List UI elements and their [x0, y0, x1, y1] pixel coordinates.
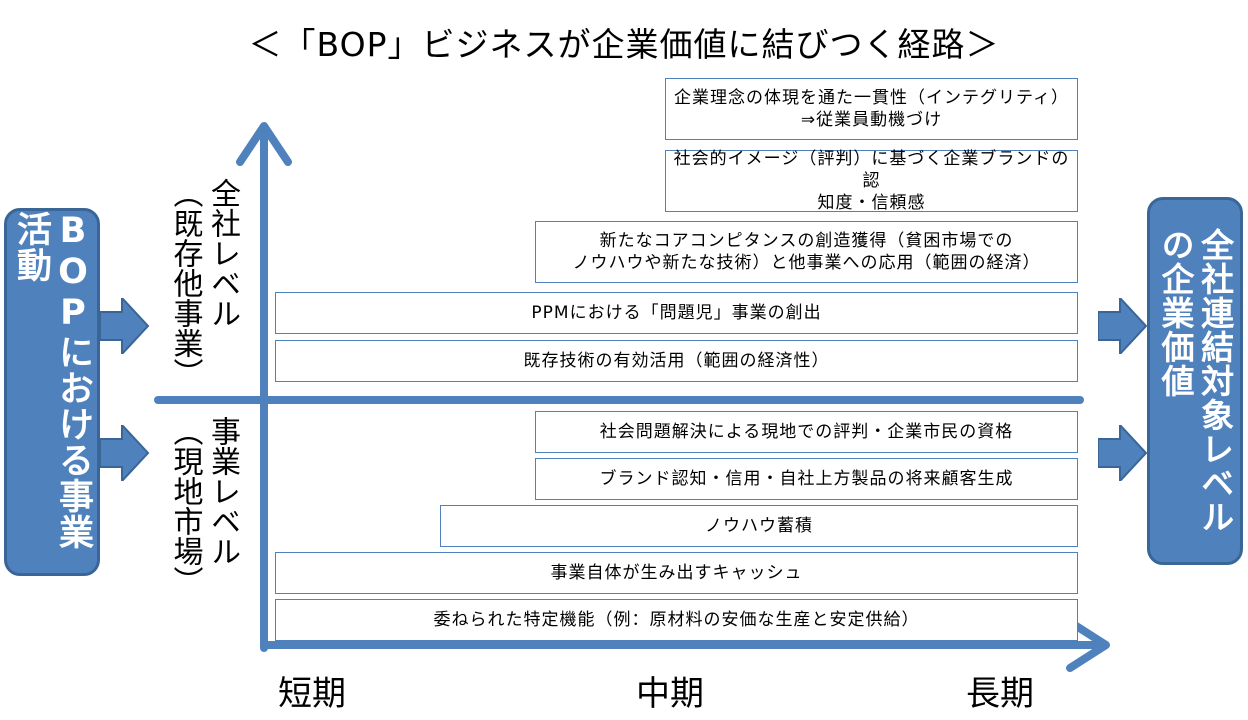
- y-axis-arrowhead: [236, 122, 292, 166]
- bop-activity-label: BOPにおける事業活動: [11, 211, 93, 550]
- bar-existing-tech: 既存技術の有効活用（範囲の経済性）: [275, 340, 1078, 382]
- bop-activity-box: BOPにおける事業活動: [4, 208, 100, 576]
- bar-ppm-problem-child: PPMにおける「問題児」事業の創出: [275, 292, 1078, 334]
- left-arrow-upper: [100, 298, 150, 354]
- company-level-label: 全社レベル （既存他事業）: [167, 178, 241, 388]
- bar-integrity: 企業理念の体現を通た一貫性（インテグリティ） ⇒従業員動機づけ: [665, 78, 1078, 140]
- corporate-value-label: 全社連結対象レベル の企業価値: [1156, 228, 1235, 534]
- x-axis-arrowhead: [1066, 618, 1110, 672]
- right-arrow-upper: [1098, 298, 1148, 354]
- bar-brand-future-customers: ブランド認知・信用・自社上方製品の将来顧客生成: [535, 458, 1078, 500]
- bar-cash: 事業自体が生み出すキャッシュ: [275, 552, 1078, 594]
- bar-core-competence: 新たなコアコンピタンスの創造獲得（貧困市場での ノウハウや新たな技術）と他事業へ…: [535, 221, 1078, 283]
- diagram-title: ＜「BOP」ビジネスが企業価値に結びつく経路＞: [248, 25, 1000, 64]
- right-arrow-lower: [1098, 425, 1148, 481]
- left-arrow-lower: [100, 425, 150, 481]
- corporate-value-box: 全社連結対象レベル の企業価値: [1147, 197, 1243, 565]
- bar-specific-function: 委ねられた特定機能（例：原材料の安価な生産と安定供給）: [275, 599, 1078, 641]
- business-level-label: 事業レベル （現地市場）: [167, 416, 241, 596]
- bar-know-how: ノウハウ蓄積: [440, 505, 1078, 547]
- bar-brand-trust: 社会的イメージ（評判）に基づく企業ブランドの認 知度・信頼感: [665, 149, 1078, 213]
- bar-reputation-citizen: 社会問題解決による現地での評判・企業市民の資格: [535, 411, 1078, 453]
- tick-long-term: 長期: [966, 674, 1034, 714]
- tick-short-term: 短期: [278, 674, 346, 714]
- tick-mid-term: 中期: [636, 674, 704, 714]
